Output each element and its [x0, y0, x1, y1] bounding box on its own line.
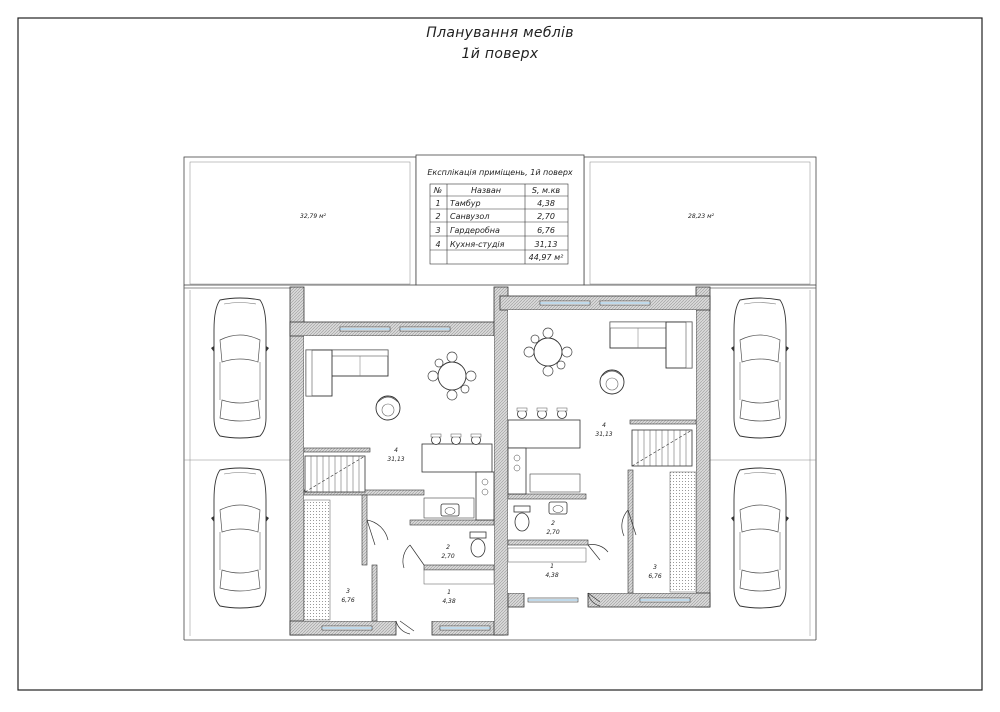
stairs-icon — [304, 455, 366, 493]
plan-title: Планування меблів — [426, 25, 574, 41]
right-room-labels: 4 31,13 2 2,70 3 6,76 1 4,38 — [545, 422, 662, 580]
table-cell: 4,38 — [537, 199, 555, 208]
toilet-icon — [513, 505, 531, 532]
bar-stool-icon — [556, 407, 568, 419]
table-cell: 31,13 — [535, 240, 558, 249]
table-cell: 1 — [435, 199, 440, 208]
room-number: 1 — [447, 589, 451, 596]
terrace-right-area: 28,23 м² — [688, 213, 715, 220]
room-number: 4 — [602, 422, 606, 429]
room-number: 3 — [346, 588, 350, 595]
table-cell: 2,70 — [537, 212, 555, 221]
sink-icon — [440, 503, 460, 517]
room-area: 4,38 — [545, 572, 559, 579]
car-icon — [210, 297, 270, 439]
room-area: 31,13 — [387, 456, 404, 463]
explication-table: Експлікація приміщень, 1й поверх № Назва… — [415, 154, 585, 286]
bar-stool-icon — [450, 433, 462, 445]
right-partitions — [507, 419, 697, 594]
sheet-border — [17, 17, 983, 691]
wardrobe-rack — [669, 471, 697, 593]
kitchen-counter — [475, 471, 495, 521]
stairs-icon — [631, 429, 693, 467]
table-header: Назван — [471, 186, 501, 195]
table-cell: Кухня-студія — [450, 240, 505, 249]
window-icon — [639, 597, 691, 603]
window-icon — [539, 300, 591, 306]
bar-stool-icon — [470, 433, 482, 445]
room-number: 1 — [550, 563, 554, 570]
room-number: 2 — [551, 520, 555, 527]
room-area: 2,70 — [546, 529, 560, 536]
car-icon — [730, 467, 790, 609]
window-icon — [321, 625, 373, 631]
table-cell: 3 — [435, 226, 440, 235]
room-area: 4,38 — [442, 598, 456, 605]
car-icon — [730, 297, 790, 439]
toilet-icon — [469, 531, 487, 558]
terrace-left-area: 32,79 м² — [300, 213, 327, 220]
room-area: 31,13 — [595, 431, 612, 438]
armchair-icon — [375, 395, 401, 421]
kitchen-island — [507, 419, 581, 449]
plan-subtitle: 1й поверх — [461, 46, 539, 62]
room-number: 3 — [653, 564, 657, 571]
left-room-labels: 4 31,13 2 2,70 3 6,76 1 4,38 — [341, 447, 456, 605]
table-caption: Експлікація приміщень, 1й поверх — [427, 168, 573, 177]
car-icon — [210, 467, 270, 609]
bar-stool-icon — [536, 407, 548, 419]
window-icon — [599, 300, 651, 306]
table-cell: Тамбур — [450, 199, 481, 208]
room-number: 4 — [394, 447, 398, 454]
bar-stool-icon — [516, 407, 528, 419]
room-area: 6,76 — [648, 573, 662, 580]
kitchen-island — [421, 443, 493, 473]
table-cell: 6,76 — [537, 226, 555, 235]
table-cell: 4 — [435, 240, 440, 249]
armchair-icon — [599, 369, 625, 395]
window-icon — [439, 625, 491, 631]
left-partitions — [303, 447, 495, 622]
room-area: 2,70 — [441, 553, 455, 560]
bar-stool-icon — [430, 433, 442, 445]
door-icons — [366, 509, 637, 635]
table-header: № — [433, 186, 442, 195]
sink-icon — [548, 501, 568, 515]
table-header: S, м.кв — [532, 186, 561, 195]
table-total: 44,97 м² — [529, 253, 564, 262]
table-cell: Санвузол — [450, 212, 489, 221]
table-cell: 2 — [435, 212, 440, 221]
wardrobe-rack — [303, 499, 331, 621]
window-icon — [527, 597, 579, 603]
room-area: 6,76 — [341, 597, 355, 604]
table-cell: Гардеробна — [450, 226, 500, 235]
window-icon — [339, 326, 391, 332]
site-outline — [183, 156, 817, 641]
room-number: 2 — [446, 544, 450, 551]
window-icon — [399, 326, 451, 332]
